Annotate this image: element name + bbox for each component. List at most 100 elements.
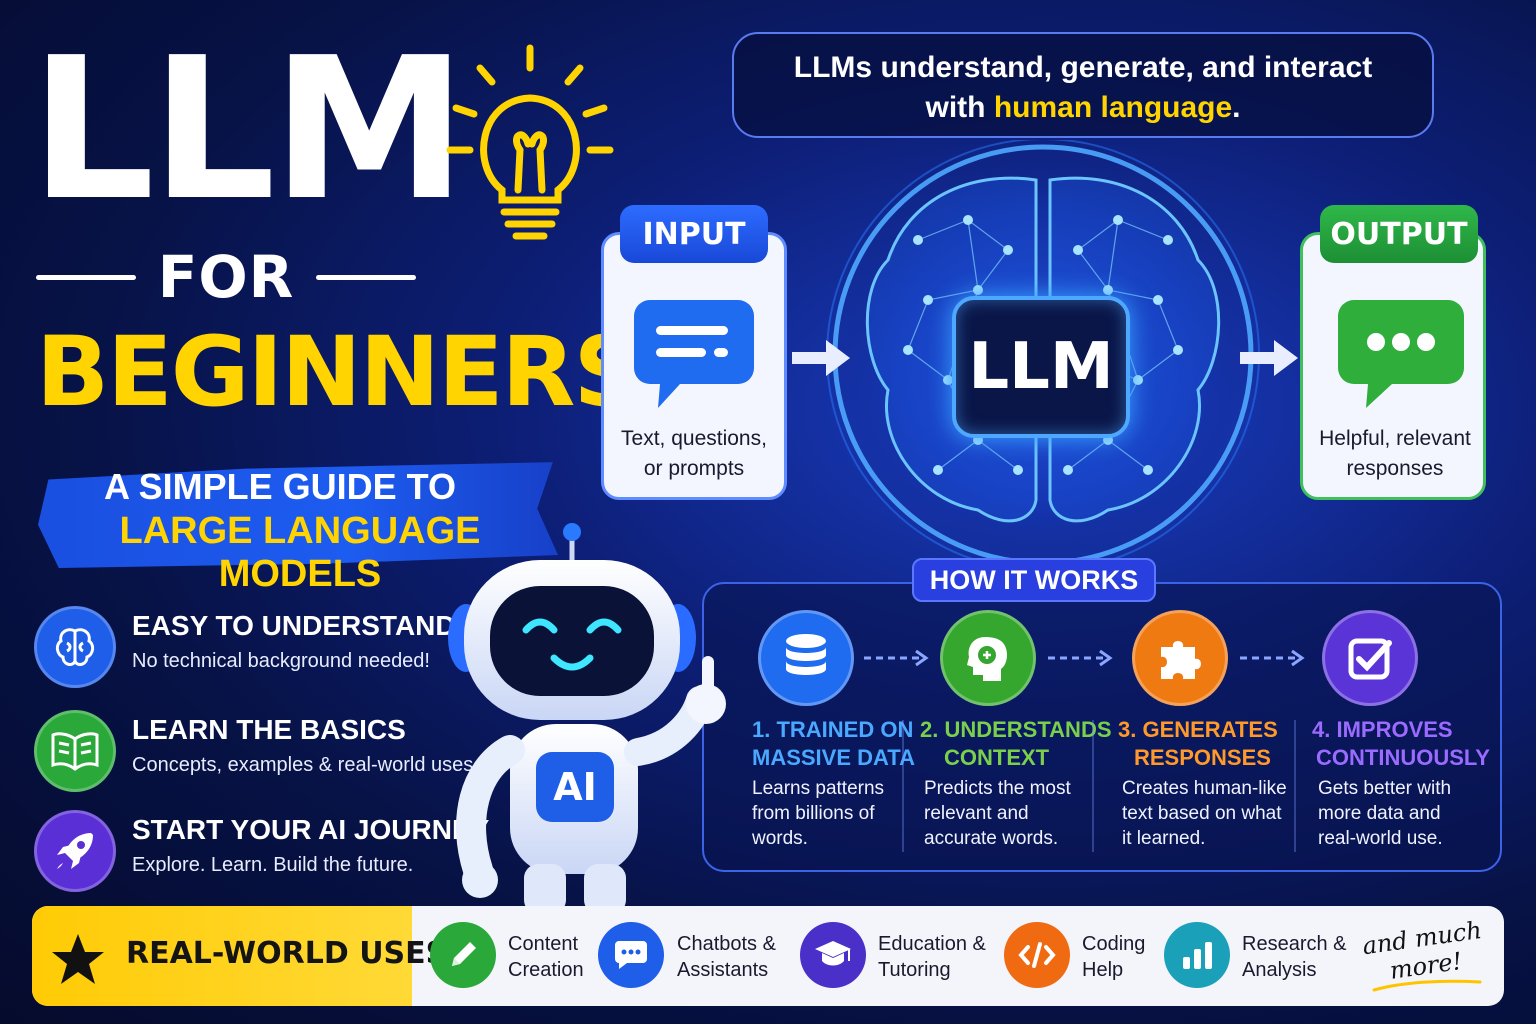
step3-heading-line2: RESPONSES <box>1134 745 1271 770</box>
check-icon <box>1322 610 1418 706</box>
how-it-works-title: HOW IT WORKS <box>912 558 1156 602</box>
step2-heading-line2: CONTEXT <box>944 745 1050 770</box>
step2-heading-line1: 2. UNDERSTANDS <box>920 717 1112 742</box>
use-item-coding: Coding Help <box>1082 931 1145 983</box>
dashed-arrow-icon <box>1048 649 1113 667</box>
llm-center-label: LLM <box>952 296 1130 438</box>
feature-desc: No technical background needed! <box>132 650 430 672</box>
rocket-icon <box>34 810 116 892</box>
step-divider <box>1294 720 1296 852</box>
puzzle-icon <box>1132 610 1228 706</box>
banner-prefix: with <box>925 91 994 124</box>
use-label-line1: Content <box>508 933 579 955</box>
uses-label: REAL-WORLD USES <box>126 936 448 971</box>
title-for: FOR <box>157 243 295 311</box>
subtitle-line1: A SIMPLE GUIDE TO <box>103 466 457 507</box>
step4-desc-line2: more data and <box>1318 803 1441 824</box>
dashed-arrow-icon <box>864 649 929 667</box>
banner-line1: LLMs understand, generate, and interact <box>793 51 1373 84</box>
feature-basics: LEARN THE BASICS Concepts, examples & re… <box>34 710 479 800</box>
output-text-line1: Helpful, relevant <box>1319 427 1471 450</box>
step1-heading-line1: 1. TRAINED ON <box>752 717 914 742</box>
bar-chart-icon <box>1164 922 1230 988</box>
use-item-content: Content Creation <box>508 931 584 983</box>
banner-line2: with human language. <box>734 88 1432 128</box>
use-item-education: Education & Tutoring <box>878 931 986 983</box>
feature-heading: START YOUR AI JOURNEY <box>132 814 490 845</box>
step3-desc-line3: it learned. <box>1122 828 1206 849</box>
use-item-chatbots: Chatbots & Assistants <box>677 931 776 983</box>
lightbulb-icon <box>446 44 614 240</box>
pencil-icon <box>430 922 496 988</box>
step-desc: Learns patterns from billions of words. <box>752 776 884 851</box>
book-icon <box>34 710 116 792</box>
feature-easy: EASY TO UNDERSTAND No technical backgrou… <box>34 606 474 696</box>
step-heading: 4. IMPROVES CONTINUOUSLY <box>1312 716 1490 772</box>
title-llm: LLM <box>30 16 467 244</box>
use-label-line2: Help <box>1082 959 1124 981</box>
input-text: Text, questions, or prompts <box>601 424 787 484</box>
output-text: Helpful, relevant responses <box>1302 424 1488 484</box>
divider-right <box>316 274 416 280</box>
database-icon <box>758 610 854 706</box>
code-icon <box>1004 922 1070 988</box>
arrow-right-icon <box>792 340 850 376</box>
subtitle-brush-background <box>38 462 558 568</box>
feature-heading: LEARN THE BASICS <box>132 714 406 745</box>
use-label-line2: Analysis <box>1242 959 1317 981</box>
banner-highlight: human language <box>993 91 1233 124</box>
feature-heading: EASY TO UNDERSTAND <box>132 610 456 641</box>
step2-desc-line2: relevant and <box>924 803 1029 824</box>
step-heading: 2. UNDERSTANDS CONTEXT <box>920 716 1112 772</box>
use-label-line1: Education & <box>878 933 986 955</box>
head-brain-icon <box>940 610 1036 706</box>
step2-desc-line3: accurate words. <box>924 828 1059 849</box>
step3-desc-line1: Creates human-like <box>1122 778 1287 799</box>
arrow-right-icon <box>1240 340 1298 376</box>
underline-squiggle <box>1372 979 1482 992</box>
step2-desc-line1: Predicts the most <box>924 778 1071 799</box>
title-beginners: BEGINNERS <box>36 316 643 428</box>
input-text-line2: or prompts <box>643 457 745 480</box>
chat-lines-icon <box>634 300 754 408</box>
use-label-line2: Tutoring <box>878 959 951 981</box>
step1-heading-line2: MASSIVE DATA <box>752 745 915 770</box>
divider-left <box>36 274 136 280</box>
definition-banner: LLMs understand, generate, and interact … <box>732 32 1434 138</box>
chat-dots-icon <box>1338 300 1464 408</box>
input-card <box>601 232 787 500</box>
input-text-line1: Text, questions, <box>621 427 767 450</box>
step1-desc-line3: words. <box>752 828 808 849</box>
step-divider <box>902 720 904 852</box>
robot-ai-badge: AI <box>553 765 597 809</box>
step-desc: Creates human-like text based on what it… <box>1122 776 1287 851</box>
use-label-line2: Creation <box>508 959 584 981</box>
step1-desc-line2: from billions of <box>752 803 875 824</box>
step-desc: Predicts the most relevant and accurate … <box>924 776 1071 851</box>
use-label-line2: Assistants <box>677 959 769 981</box>
step-desc: Gets better with more data and real-worl… <box>1318 776 1451 851</box>
chat-icon <box>598 922 664 988</box>
use-label-line1: Coding <box>1082 933 1146 955</box>
star-icon <box>52 934 104 984</box>
dashed-arrow-icon <box>1240 649 1305 667</box>
step-heading: 1. TRAINED ON MASSIVE DATA <box>752 716 915 772</box>
title-for-row: FOR <box>36 242 416 312</box>
step3-desc-line2: text based on what <box>1122 803 1282 824</box>
step3-heading-line1: 3. GENERATES <box>1118 717 1278 742</box>
step4-heading-line1: 4. IMPROVES <box>1312 717 1453 742</box>
input-label: INPUT <box>620 205 768 263</box>
step1-desc-line1: Learns patterns <box>752 778 885 799</box>
use-item-research: Research & Analysis <box>1242 931 1347 983</box>
banner-suffix: . <box>1232 91 1241 124</box>
step-heading: 3. GENERATES RESPONSES <box>1118 716 1278 772</box>
brain-icon <box>34 606 116 688</box>
feature-desc: Concepts, examples & real-world uses. <box>132 754 479 776</box>
robot-mascot-icon <box>448 523 726 914</box>
use-label-line1: Chatbots & <box>677 933 776 955</box>
output-label: OUTPUT <box>1320 205 1478 263</box>
step4-heading-line2: CONTINUOUSLY <box>1316 745 1490 770</box>
step4-desc-line1: Gets better with <box>1318 778 1452 799</box>
output-text-line2: responses <box>1346 457 1444 480</box>
feature-journey: START YOUR AI JOURNEY Explore. Learn. Bu… <box>34 810 489 900</box>
